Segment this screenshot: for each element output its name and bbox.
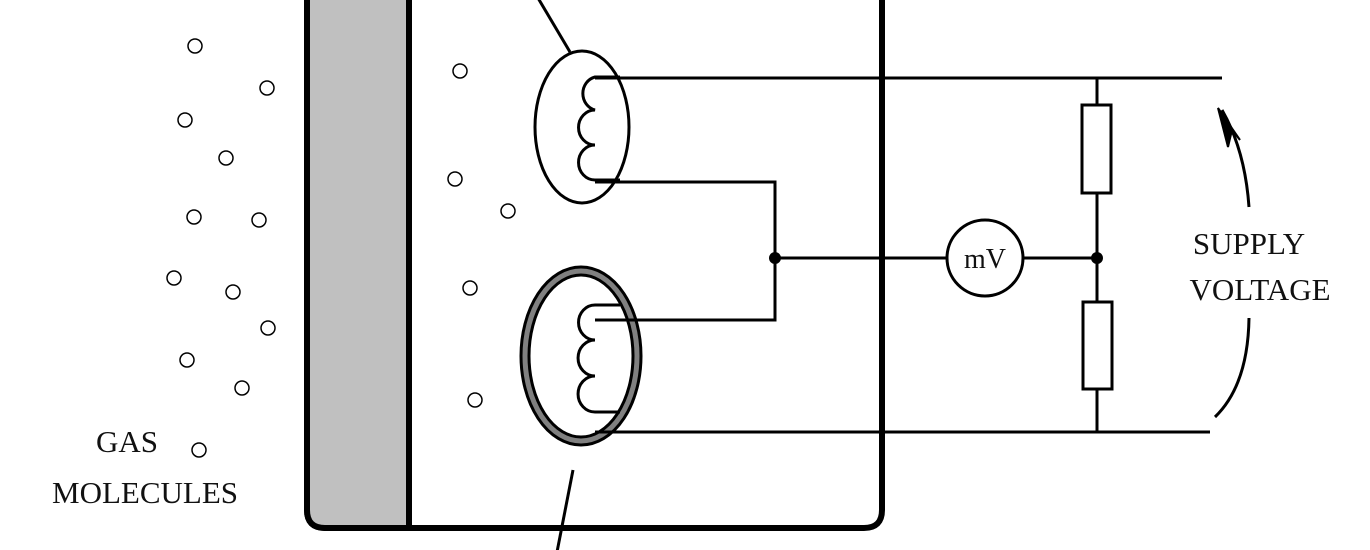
supply-arrow-lower — [1213, 317, 1251, 419]
gas-label-line1: GAS — [96, 424, 158, 459]
gas-molecules — [166, 38, 516, 458]
active-coil — [576, 303, 620, 414]
porous-wall — [310, 0, 407, 526]
arrow-head-icon — [1217, 107, 1241, 148]
resistor-bottom — [1081, 300, 1114, 391]
leader-line-top — [537, 0, 572, 53]
meter-label: mV — [964, 244, 1006, 275]
supply-arrow-upper — [1220, 109, 1251, 208]
gas-label-line2: MOLECULES — [52, 475, 238, 510]
reference-coil — [577, 75, 620, 182]
resistor-top — [1080, 103, 1113, 195]
leader-line-bottom — [555, 469, 575, 550]
supply-label-line2: VOLTAGE — [1189, 272, 1330, 307]
junction-dot-left — [769, 252, 781, 264]
wire-middle — [595, 180, 777, 322]
junction-dot-right — [1091, 252, 1103, 264]
reference-element-bead — [533, 49, 631, 205]
millivoltmeter — [945, 218, 1025, 298]
supply-label-line1: SUPPLY — [1193, 226, 1305, 261]
